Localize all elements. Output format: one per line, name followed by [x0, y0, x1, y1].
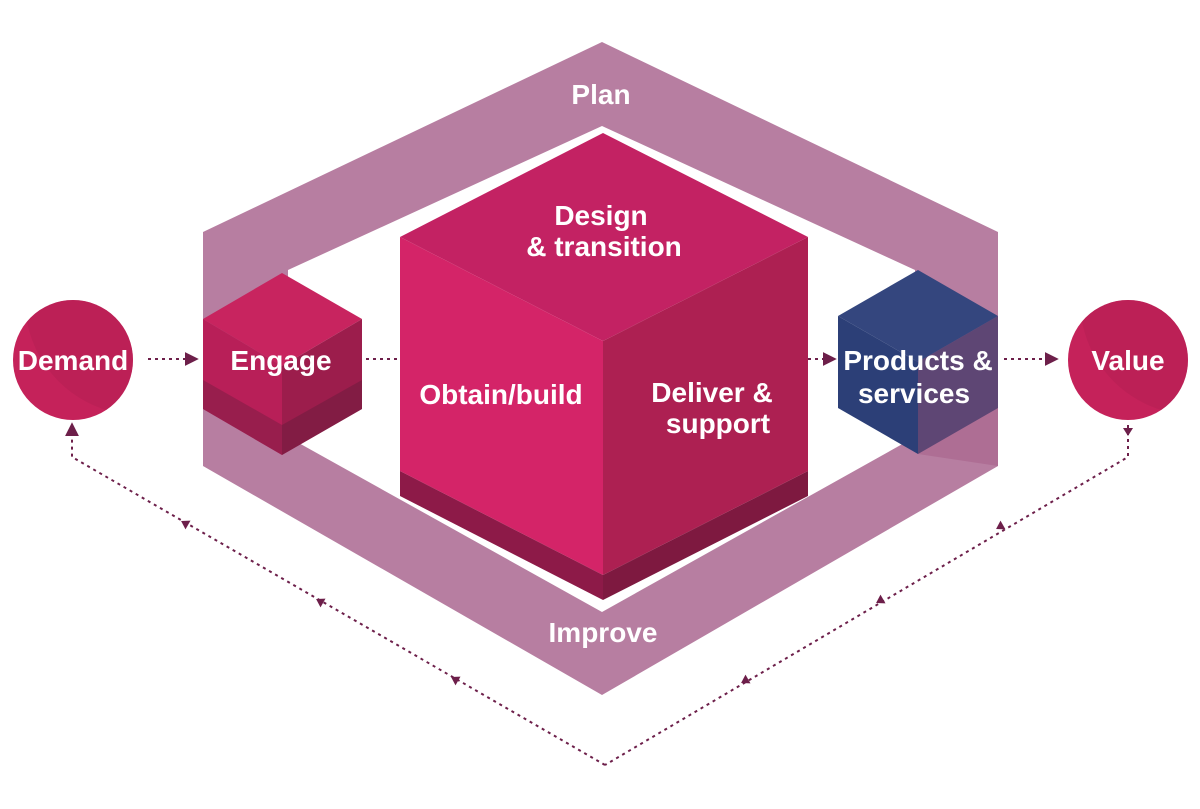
chevron-icon [996, 520, 1006, 530]
products-services-label-line2: services [858, 378, 970, 409]
chevron-icon [741, 674, 751, 684]
plan-improve-frame [203, 42, 998, 695]
cube-right-face [603, 237, 808, 575]
chevron-icon [181, 520, 191, 530]
engage-cube [203, 273, 362, 455]
value-label: Value [1091, 345, 1164, 376]
cube-top-face [400, 133, 808, 341]
deliver-support-label-line2: support [666, 408, 770, 439]
feedback-chevrons [181, 428, 1133, 686]
demand-node [13, 300, 133, 420]
feedback-path-left [65, 422, 606, 766]
feedback-loop [65, 422, 1129, 766]
feedback-path-right [604, 425, 1129, 766]
products-services-label-line1: Products & [843, 345, 992, 376]
plan-label: Plan [571, 79, 630, 110]
engage-label: Engage [230, 345, 331, 376]
improve-label: Improve [549, 617, 658, 648]
cube-bottom-left-base [400, 471, 603, 600]
products-cube [838, 270, 998, 466]
value-node [1068, 300, 1188, 420]
chevron-icon [316, 598, 326, 608]
obtain-build-label: Obtain/build [419, 379, 582, 410]
design-transition-label-line2: & transition [526, 231, 682, 262]
design-transition-label-line1: Design [554, 200, 647, 231]
chevron-icon [451, 676, 461, 686]
cube-left-face [400, 237, 603, 575]
chevron-icon [876, 594, 886, 604]
chevron-icon [1123, 428, 1133, 436]
deliver-support-label-line1: Deliver & [651, 377, 772, 408]
demand-label: Demand [18, 345, 128, 376]
cube-bottom-right-base [603, 471, 808, 600]
core-cube [400, 133, 808, 600]
